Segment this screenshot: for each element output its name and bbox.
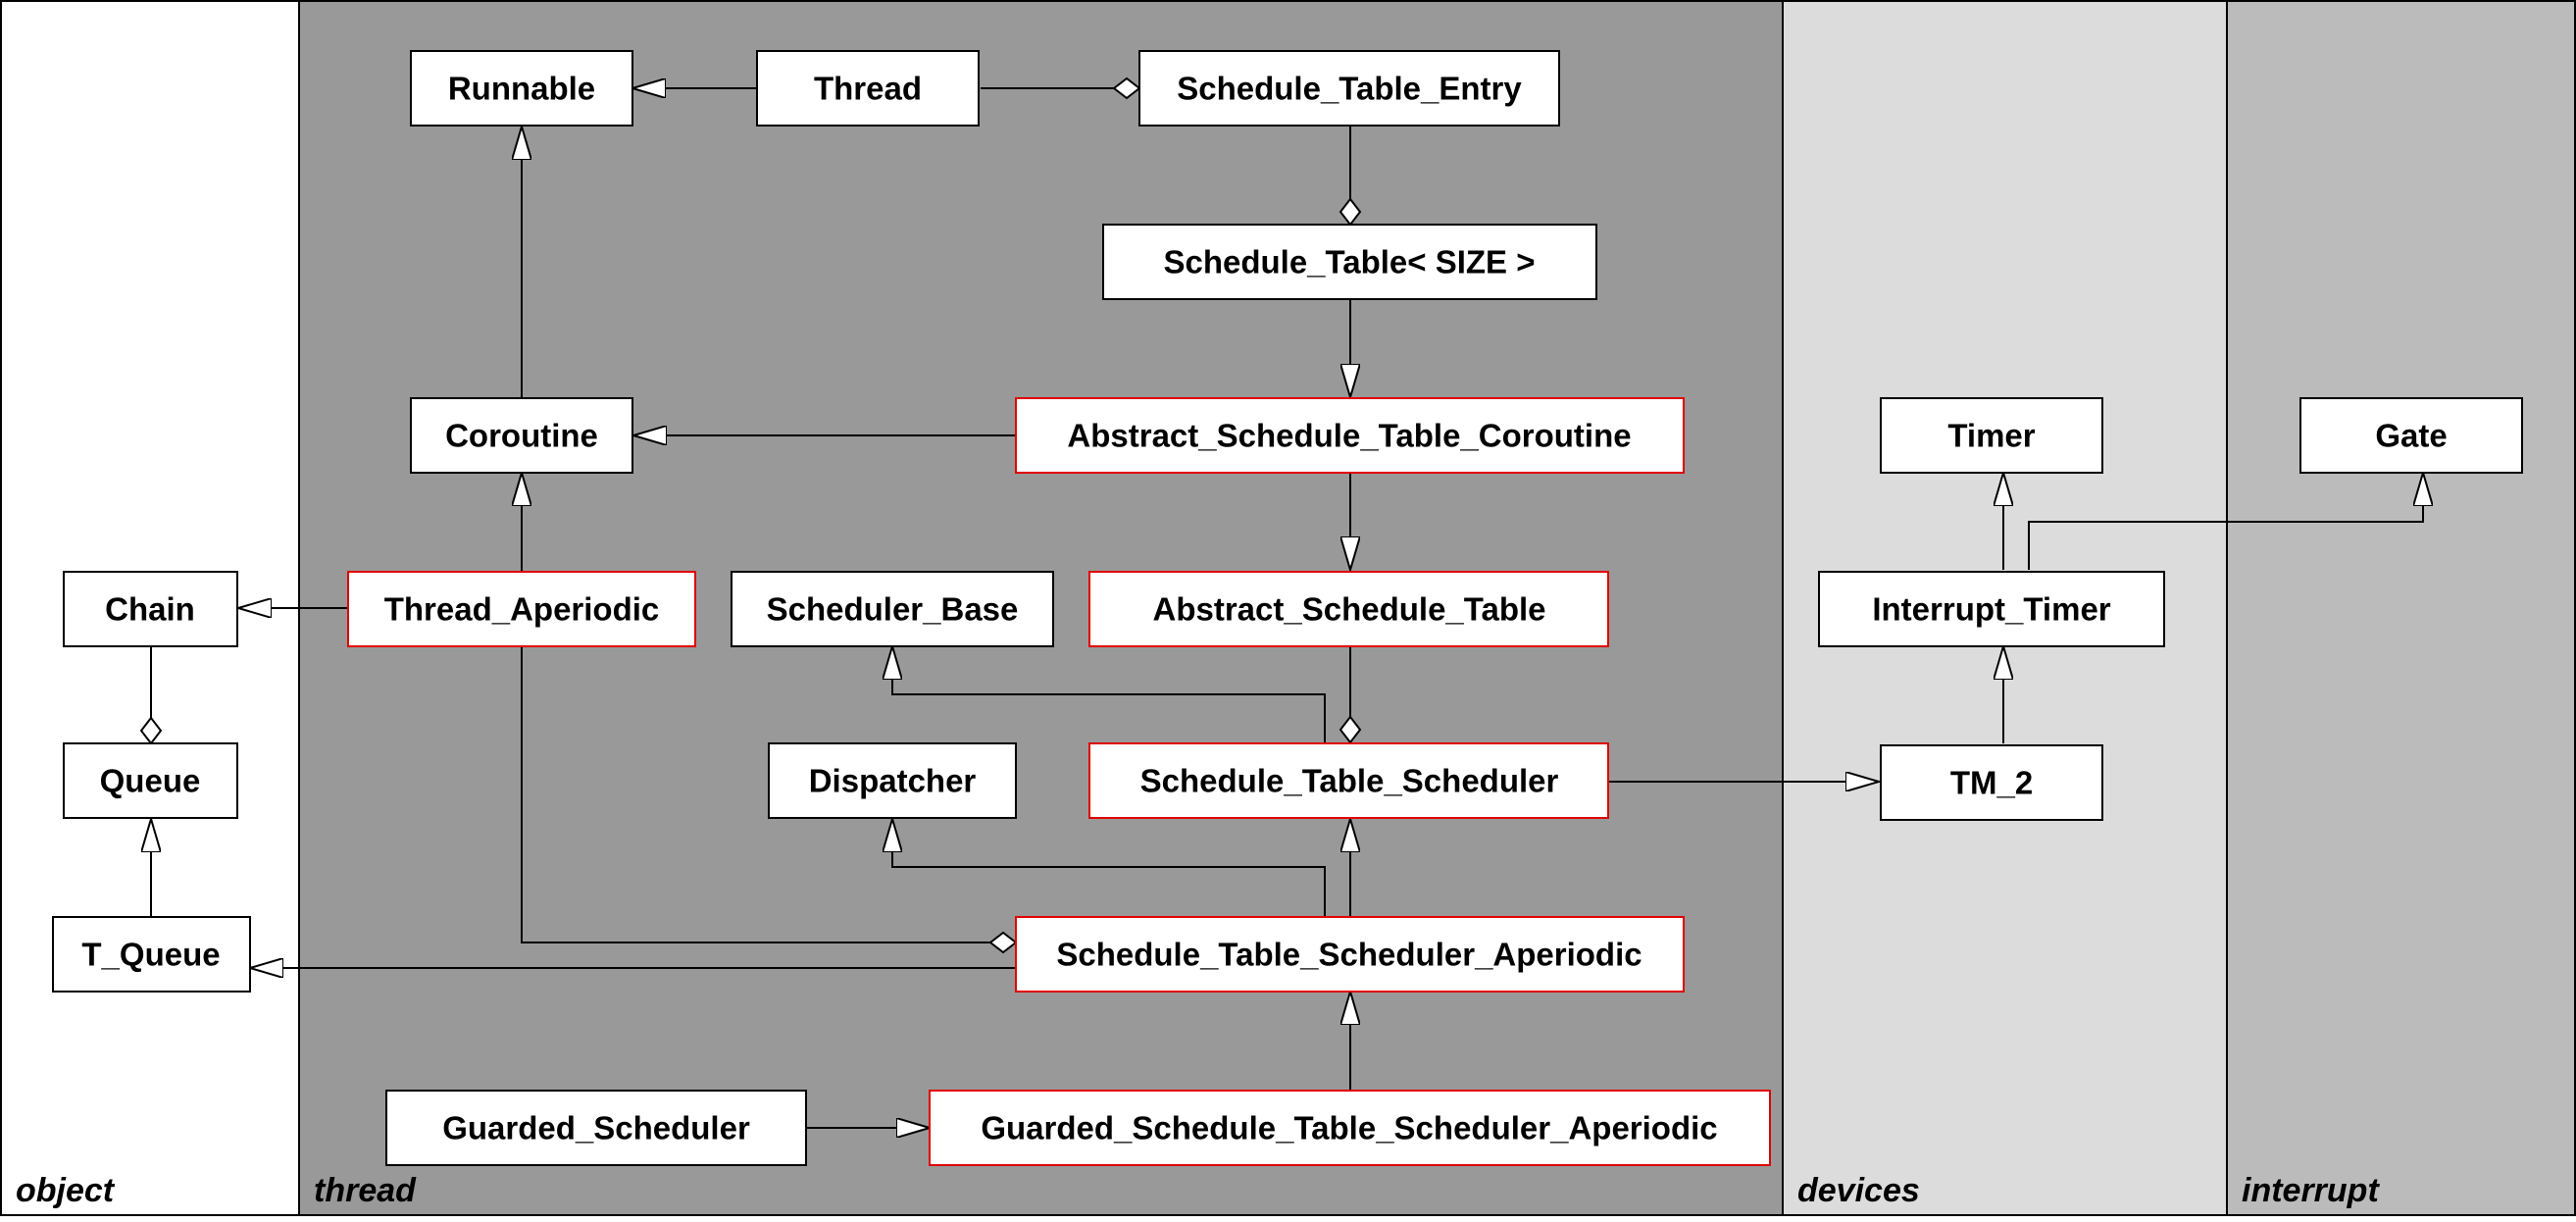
class-label-queue: Queue	[100, 763, 201, 799]
class-coroutine[interactable]: Coroutine	[410, 397, 633, 474]
relation-interrupt-timer-to-gate	[2028, 474, 2423, 570]
class-schedule-table-scheduler[interactable]: Schedule_Table_Scheduler	[1088, 742, 1609, 819]
class-boxes: Runnable Thread Schedule_Table_Entry Sch…	[52, 50, 2523, 1166]
class-label-abstract-schedule-table: Abstract_Schedule_Table	[1152, 591, 1545, 628]
class-guarded-schedule-table-scheduler-aperiodic[interactable]: Guarded_Schedule_Table_Scheduler_Aperiod…	[929, 1090, 1771, 1166]
class-queue[interactable]: Queue	[63, 742, 238, 819]
class-label-t-queue: T_Queue	[81, 937, 220, 973]
package-label-interrupt: interrupt	[2242, 1172, 2380, 1209]
class-label-thread-aperiodic: Thread_Aperiodic	[384, 591, 660, 628]
class-thread-aperiodic[interactable]: Thread_Aperiodic	[347, 571, 696, 647]
package-label-devices: devices	[1797, 1172, 1920, 1209]
class-abstract-schedule-table[interactable]: Abstract_Schedule_Table	[1088, 571, 1609, 647]
class-tm-2[interactable]: TM_2	[1880, 744, 2103, 821]
class-interrupt-timer[interactable]: Interrupt_Timer	[1818, 571, 2165, 647]
class-label-timer: Timer	[1947, 418, 2035, 454]
class-abstract-schedule-table-coroutine[interactable]: Abstract_Schedule_Table_Coroutine	[1015, 397, 1685, 474]
relation-lines	[139, 76, 2423, 1128]
class-schedule-table-entry[interactable]: Schedule_Table_Entry	[1138, 50, 1560, 127]
class-label-guarded-scheduler: Guarded_Scheduler	[442, 1110, 750, 1146]
class-label-dispatcher: Dispatcher	[809, 763, 977, 799]
relation-thread-aperiodic-to-aperiodic	[521, 646, 1018, 954]
class-label-runnable: Runnable	[448, 71, 595, 107]
class-label-abstract-schedule-table-coroutine: Abstract_Schedule_Table_Coroutine	[1067, 418, 1631, 454]
class-label-schedule-table-scheduler: Schedule_Table_Scheduler	[1140, 763, 1559, 799]
class-label-thread: Thread	[814, 71, 922, 107]
relation-scheduler-to-scheduler-base	[892, 647, 1326, 742]
class-gate[interactable]: Gate	[2299, 397, 2523, 474]
class-label-schedule-table-scheduler-aperiodic: Schedule_Table_Scheduler_Aperiodic	[1056, 937, 1642, 973]
class-label-schedule-table: Schedule_Table< SIZE >	[1163, 244, 1535, 280]
class-schedule-table[interactable]: Schedule_Table< SIZE >	[1102, 224, 1597, 300]
class-label-schedule-table-entry: Schedule_Table_Entry	[1177, 71, 1522, 107]
class-scheduler-base[interactable]: Scheduler_Base	[731, 571, 1054, 647]
package-interrupt	[2226, 0, 2576, 1216]
package-label-object: object	[16, 1172, 116, 1209]
class-dispatcher[interactable]: Dispatcher	[768, 742, 1017, 819]
class-chain[interactable]: Chain	[63, 571, 238, 647]
class-label-coroutine: Coroutine	[445, 418, 598, 454]
class-guarded-scheduler[interactable]: Guarded_Scheduler	[385, 1090, 807, 1166]
class-label-chain: Chain	[105, 591, 195, 628]
class-schedule-table-scheduler-aperiodic[interactable]: Schedule_Table_Scheduler_Aperiodic	[1015, 916, 1685, 993]
class-thread[interactable]: Thread	[756, 50, 980, 127]
class-label-scheduler-base: Scheduler_Base	[767, 591, 1019, 628]
package-label-thread: thread	[314, 1172, 417, 1209]
class-label-gate: Gate	[2375, 418, 2447, 454]
relation-aperiodic-to-dispatcher	[892, 820, 1326, 916]
class-t-queue[interactable]: T_Queue	[52, 916, 251, 993]
class-label-tm-2: TM_2	[1950, 765, 2033, 801]
class-label-guarded-schedule-table-scheduler-aperiodic: Guarded_Schedule_Table_Scheduler_Aperiod…	[981, 1110, 1717, 1146]
class-runnable[interactable]: Runnable	[410, 50, 633, 127]
class-timer[interactable]: Timer	[1880, 397, 2103, 474]
class-label-interrupt-timer: Interrupt_Timer	[1872, 591, 2110, 628]
